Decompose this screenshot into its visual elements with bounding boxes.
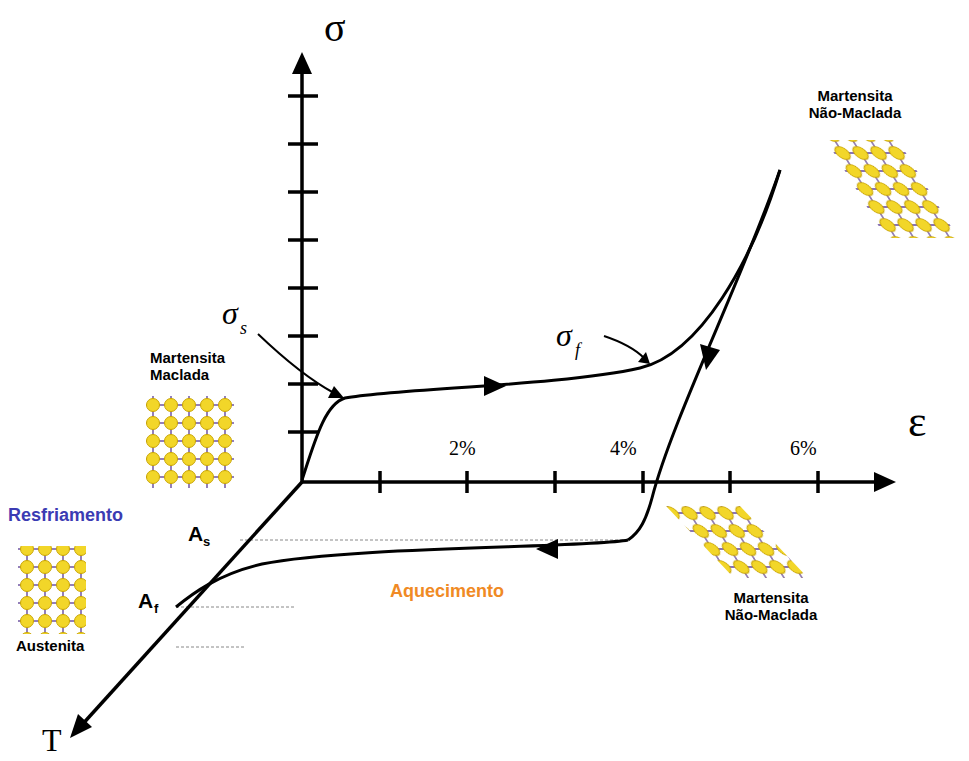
phase-label: Martensita Não-Maclada bbox=[800, 88, 910, 121]
phase-label: Martensita Não-Maclada bbox=[716, 590, 826, 623]
leader-lines bbox=[258, 334, 644, 393]
axis-label: σ bbox=[324, 6, 346, 50]
temperature-label: A bbox=[138, 589, 153, 612]
temperature-label: A bbox=[188, 522, 203, 545]
axis-label: ε bbox=[908, 398, 926, 446]
temperature-subscript: s bbox=[203, 535, 210, 549]
strain-tick-label: 4% bbox=[610, 437, 637, 459]
stress-label: σ bbox=[556, 318, 572, 353]
lattice-detwinned bbox=[826, 140, 958, 238]
axis-ticks bbox=[288, 96, 818, 493]
stress-subscript: f bbox=[575, 341, 580, 361]
stress-strain-curves bbox=[176, 170, 780, 607]
stress-label: σ bbox=[222, 296, 238, 331]
axis-arrowheads bbox=[70, 52, 896, 738]
process-label: Aquecimento bbox=[390, 582, 504, 602]
lattice-austenite bbox=[18, 546, 86, 634]
guide-lines bbox=[176, 540, 630, 647]
process-label: Resfriamento bbox=[8, 506, 123, 526]
axis-label: T bbox=[42, 723, 62, 758]
axes bbox=[80, 68, 880, 727]
phase-label: Martensita Maclada bbox=[150, 350, 250, 383]
strain-tick-label: 2% bbox=[449, 437, 476, 459]
stress-subscript: s bbox=[240, 319, 247, 339]
phase-label: Austenita bbox=[16, 638, 84, 655]
temperature-subscript: f bbox=[154, 602, 158, 616]
leader-arrowheads bbox=[328, 352, 650, 398]
lattice-twinned bbox=[146, 396, 234, 488]
strain-tick-label: 6% bbox=[790, 437, 817, 459]
lattice-detwinned bbox=[666, 506, 808, 578]
curve-arrowheads bbox=[484, 344, 720, 559]
